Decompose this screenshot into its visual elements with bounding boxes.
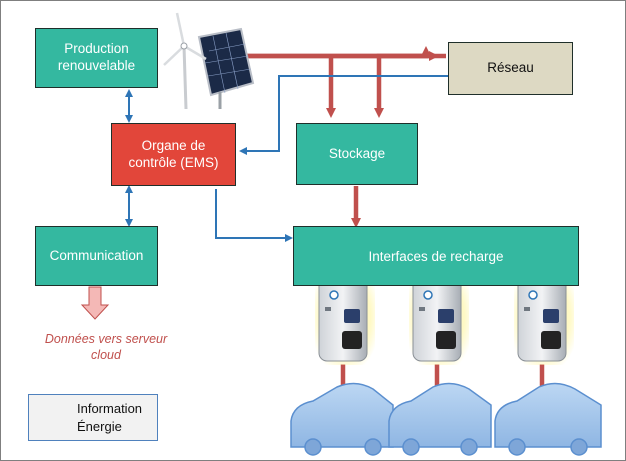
reseau-box: Réseau [448, 42, 573, 95]
interfaces-label: Interfaces de recharge [368, 249, 504, 264]
legend-information-label: Information [77, 401, 143, 416]
car-1 [290, 382, 394, 448]
electric-cars [290, 382, 602, 456]
car-3 [494, 382, 602, 448]
legend-energie-label: Énergie [77, 419, 122, 434]
car-2 [388, 382, 492, 448]
interfaces-box: Interfaces de recharge [293, 226, 579, 286]
charging-station-1 [315, 269, 375, 365]
wind-solar-icon [163, 12, 255, 110]
production-box: Production renouvelable [35, 28, 158, 88]
information-flows [125, 72, 457, 242]
legend: Information Énergie [28, 394, 158, 441]
info-ems-to-interfaces [215, 189, 293, 242]
stockage-label: Stockage [328, 145, 386, 161]
cloud-output-arrow [80, 286, 110, 320]
production-label: Production renouvelable [57, 41, 136, 73]
charging-stations [315, 269, 574, 365]
charging-station-3 [514, 269, 574, 365]
ems-label: Organe de contrôle (EMS) [128, 137, 219, 170]
communication-label: Communication [49, 247, 144, 263]
info-reseau-to-ems [239, 72, 457, 155]
cloud-note: Données vers serveur cloud [44, 332, 168, 363]
charging-station-2 [409, 269, 469, 365]
stockage-box: Stockage [296, 123, 418, 185]
energy-reseau-to-stockage [374, 53, 446, 118]
reseau-label: Réseau [487, 60, 534, 76]
energy-flows [236, 46, 547, 404]
ems-box: Organe de contrôle (EMS) [111, 123, 236, 186]
communication-box: Communication [35, 226, 158, 286]
